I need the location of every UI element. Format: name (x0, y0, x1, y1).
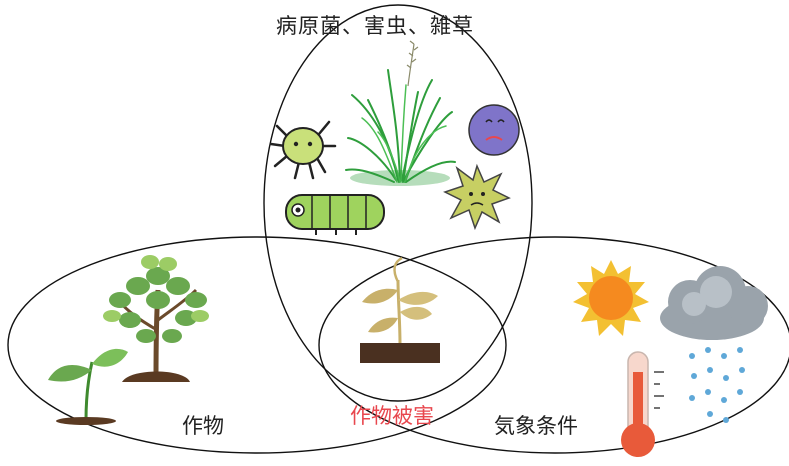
pathogens-pests-weeds-label: 病原菌、害虫、雑草 (276, 14, 474, 38)
mite-icon (269, 120, 337, 180)
bacterium-icon (443, 163, 511, 231)
tree-icon (103, 255, 209, 382)
thermometer-icon (621, 351, 664, 457)
seedling-icon (48, 348, 128, 425)
weather-conditions-label: 気象条件 (494, 414, 578, 438)
grass-icon (345, 40, 456, 186)
cloud-rain-icon (660, 266, 768, 423)
crop-damage-label: 作物被害 (350, 404, 434, 428)
crop-label: 作物 (182, 414, 224, 438)
pathogens-pests-weeds-ellipse (263, 4, 533, 402)
sun-icon (573, 260, 649, 336)
wilted-plant-icon (360, 256, 440, 363)
weather-ellipse (318, 236, 789, 454)
crop-ellipse (7, 236, 507, 454)
caterpillar-icon (285, 194, 385, 235)
virus-icon (468, 104, 520, 156)
